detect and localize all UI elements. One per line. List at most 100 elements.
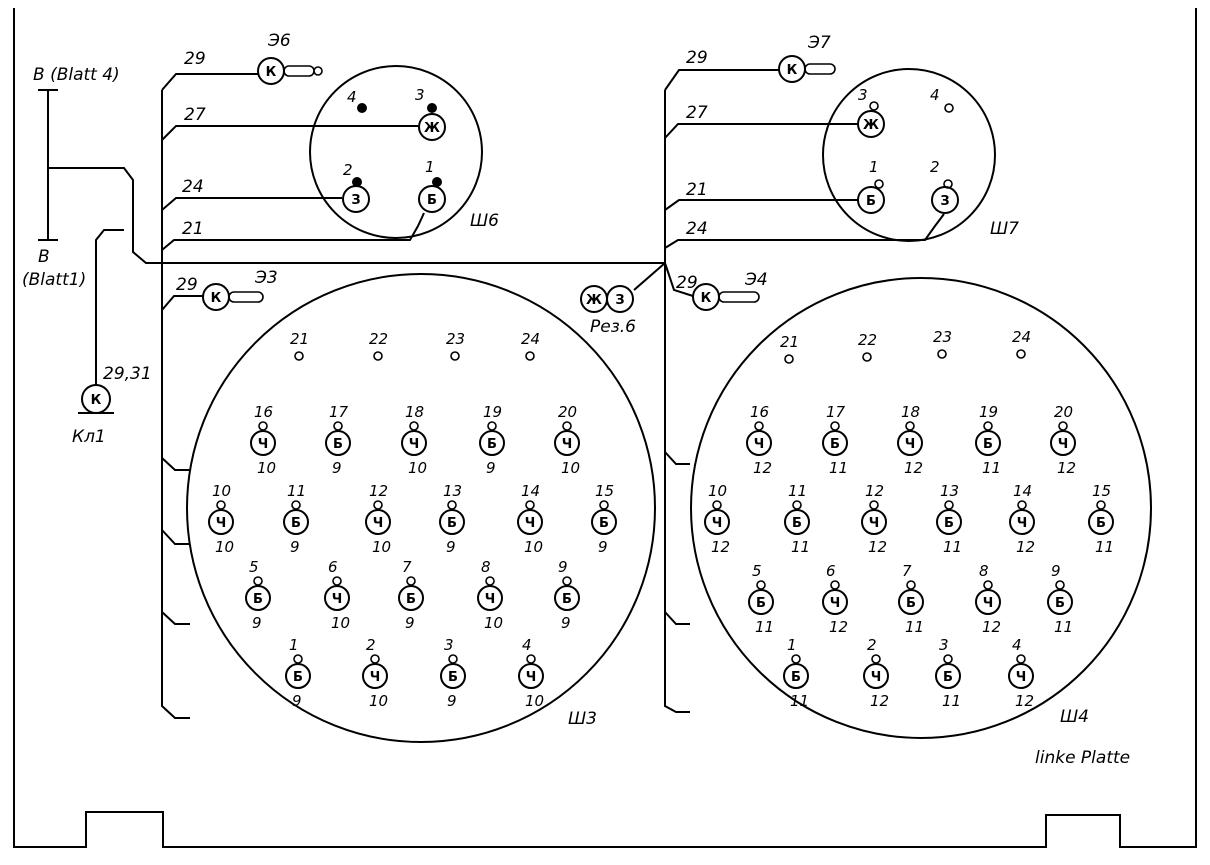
- sh4-pin-wire: 11: [905, 618, 924, 636]
- sh4-pin-ring: [1009, 509, 1035, 535]
- sh3-pin-ring: [325, 430, 351, 456]
- sh3-pin-num: 18: [405, 403, 424, 421]
- sh4-pin-color: Ч: [1016, 670, 1027, 685]
- sh4-pin-num: 14: [1013, 482, 1032, 500]
- sh6-name: Ш6: [470, 211, 499, 231]
- sh4-pin-num: 3: [939, 636, 949, 654]
- sh3-pin-color: Ч: [216, 516, 227, 531]
- sh4-pin-hole: [754, 421, 764, 431]
- sh3-pin-ring: [517, 509, 543, 535]
- sh4-pin-wire: 11: [942, 692, 961, 710]
- sh3-top-pin-num: 22: [369, 330, 388, 348]
- lamp-e6-wire: 29: [184, 49, 206, 69]
- sh3-pin: 9Б9: [554, 558, 580, 632]
- sh3-pin-color: Б: [291, 516, 301, 531]
- sh4-pin-wire: 11: [790, 692, 809, 710]
- sh6-pin3-num: 3: [415, 86, 425, 104]
- sh4-pin-wire: 11: [1054, 618, 1073, 636]
- sh3-pin-num: 10: [212, 482, 231, 500]
- sh7-pin1-color: Б: [866, 194, 876, 209]
- sh4-pin-wire: 12: [1057, 459, 1076, 477]
- sh4-pin-hole: [943, 654, 953, 664]
- sh4-pin-hole: [871, 654, 881, 664]
- sh4-pin-num: 2: [867, 636, 877, 654]
- sh7-pin1-num: 1: [869, 158, 879, 176]
- right-trunk: [664, 90, 690, 713]
- sh3-pin-hole: [406, 576, 416, 586]
- sh4-pin-ring: [936, 509, 962, 535]
- sh4-pin-num: 18: [901, 403, 920, 421]
- sh4-pin-num: 10: [708, 482, 727, 500]
- sh4-pin-hole: [1096, 500, 1106, 510]
- sh3-pin-num: 14: [521, 482, 540, 500]
- sh3-top-pin-num: 23: [446, 330, 465, 348]
- sh3-pin-ring: [554, 585, 580, 611]
- sh4-pin-hole: [830, 421, 840, 431]
- sh4-pin-ring: [704, 509, 730, 535]
- sh6-pin3-color: Ж: [424, 121, 440, 136]
- sh3-pin-color: Б: [406, 592, 416, 607]
- sh4-pin-hole: [983, 421, 993, 431]
- sh7-pin2-color: З: [940, 194, 949, 209]
- sh4-pin-hole: [792, 500, 802, 510]
- sh3-pin-wire: 10: [525, 692, 544, 710]
- sh3-pin-ring: [398, 585, 424, 611]
- sh4-pin-ring: [1088, 509, 1114, 535]
- bus-top-label: B (Blatt 4): [33, 65, 120, 85]
- sh4-pin-wire: 11: [1095, 538, 1114, 556]
- sh4-pin-color: Б: [944, 516, 954, 531]
- sh3-pin-wire: 10: [408, 459, 427, 477]
- sh3-pin-color: Ч: [409, 437, 420, 452]
- resistor-pin-2: З: [615, 293, 624, 308]
- sh3-pin-wire: 10: [561, 459, 580, 477]
- sh4-pin-hole: [906, 580, 916, 590]
- sh3-pin-wire: 10: [372, 538, 391, 556]
- sh4-pin-num: 11: [788, 482, 807, 500]
- sh3-pin-num: 2: [366, 636, 376, 654]
- sh4-pin-color: Б: [756, 596, 766, 611]
- sh4-top-pin-num: 21: [780, 333, 799, 351]
- sh3-pin-hole: [370, 654, 380, 664]
- sh6-pin4-dot: [357, 103, 367, 113]
- sh3-pin-num: 9: [558, 558, 568, 576]
- sh4-pin-wire: 11: [982, 459, 1001, 477]
- sh3-pin-wire: 9: [561, 614, 571, 632]
- sh3-pin-num: 16: [254, 403, 273, 421]
- sh4-pin-hole: [712, 500, 722, 510]
- bus-bottom-label-1: B: [38, 247, 50, 267]
- sh4-pin-ring: [898, 589, 924, 615]
- sh4-pin-ring: [1008, 663, 1034, 689]
- sh3-pin-num: 20: [558, 403, 577, 421]
- sh3-pin-color: Б: [253, 592, 263, 607]
- sh3-pin-wire: 9: [446, 538, 456, 556]
- sh3-pin-hole: [526, 654, 536, 664]
- sh4-pin-num: 9: [1051, 562, 1061, 580]
- sh4-pin-color: Б: [791, 670, 801, 685]
- sh3-pin-hole: [293, 654, 303, 664]
- sh6-wire-27: 27: [184, 105, 206, 125]
- sh3-pin-hole: [332, 576, 342, 586]
- sh7-name: Ш7: [990, 219, 1019, 239]
- sh3-pin-num: 19: [483, 403, 502, 421]
- sh3-pin-wire: 10: [257, 459, 276, 477]
- sh3-pin-color: Б: [333, 437, 343, 452]
- lamp-e7-symbol: К: [787, 63, 798, 78]
- sh4-pin-num: 15: [1092, 482, 1111, 500]
- sh3-pin-hole: [333, 421, 343, 431]
- sh4-pin-wire: 12: [711, 538, 730, 556]
- sh4-pin-wire: 12: [868, 538, 887, 556]
- sh4-pin-wire: 12: [829, 618, 848, 636]
- sh3-pin-hole: [485, 576, 495, 586]
- sh3-pin-ring: [250, 430, 276, 456]
- sh4-pin-wire: 12: [1016, 538, 1035, 556]
- sh4-pin-num: 20: [1054, 403, 1073, 421]
